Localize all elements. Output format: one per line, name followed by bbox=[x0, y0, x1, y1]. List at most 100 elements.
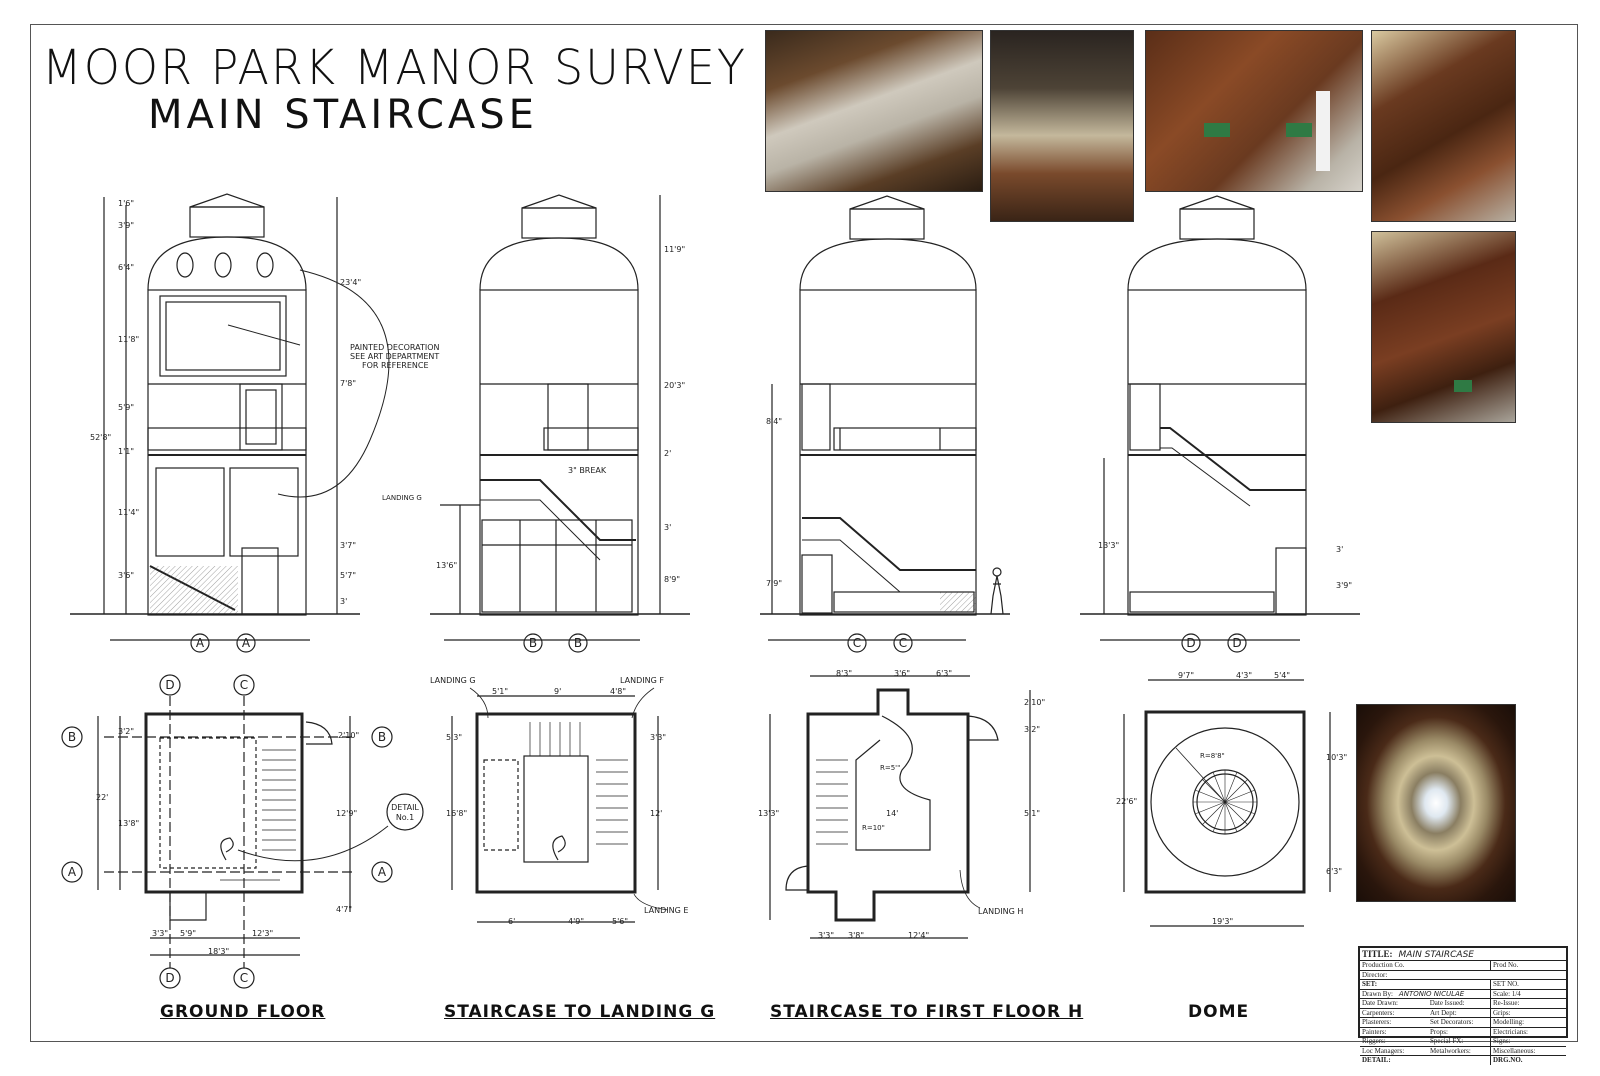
note-break: 3" BREAK bbox=[568, 466, 607, 475]
label-first-floor: STAIRCASE TO FIRST FLOOR H bbox=[770, 1002, 1084, 1022]
dim-landing-g: 5'6" bbox=[612, 917, 628, 926]
dim-bb-right: 3' bbox=[664, 523, 671, 532]
grid-marker: C bbox=[240, 971, 248, 985]
tb-riggers: Riggers: bbox=[1362, 1037, 1386, 1045]
stair-lobby-photo bbox=[1371, 231, 1516, 423]
tb-modelling: Modelling: bbox=[1490, 1018, 1524, 1027]
section-marker-a: A bbox=[196, 636, 205, 650]
dim-cc-left: 8'4" bbox=[766, 417, 782, 426]
grid-marker: A bbox=[378, 865, 387, 879]
dim-bb-left: 13'6" bbox=[436, 561, 457, 570]
dim-landing-g: 5'3" bbox=[446, 733, 462, 742]
grid-marker: D bbox=[165, 678, 174, 692]
section-marker-c: C bbox=[853, 636, 861, 650]
stair-overhead-photo bbox=[765, 30, 983, 192]
dim-dome: 5'4" bbox=[1274, 671, 1290, 680]
note-landing-g: LANDING G bbox=[430, 676, 476, 685]
dim-ground: 3'3" bbox=[152, 929, 168, 938]
tb-set: SET: bbox=[1362, 980, 1378, 988]
note-painted-decoration: PAINTED DECORATION bbox=[350, 343, 440, 352]
detail-callout: DETAIL bbox=[391, 803, 419, 812]
sheet-border bbox=[30, 24, 1578, 1042]
dim-dome: 6'3" bbox=[1326, 867, 1342, 876]
note-landing-g: LANDING G bbox=[382, 494, 422, 502]
tb-production-co: Production Co. bbox=[1362, 961, 1405, 969]
dome-interior-photo bbox=[1356, 704, 1516, 902]
tb-drawn-by-value: ANTONIO NICULAE bbox=[1398, 989, 1465, 998]
section-marker-d: D bbox=[1186, 636, 1195, 650]
title-block: TITLE:MAIN STAIRCASE Production Co.Prod … bbox=[1358, 946, 1568, 1065]
note-radius: R=5'" bbox=[880, 764, 900, 772]
tb-painters: Painters: bbox=[1362, 1027, 1387, 1036]
dim-landing-g: 5'1" bbox=[492, 687, 508, 696]
dim-aa-left: 1'6" bbox=[118, 199, 134, 208]
grid-marker: B bbox=[68, 730, 76, 744]
tb-loc-managers: Loc Managers: bbox=[1362, 1046, 1405, 1055]
dim-landing-g: 6' bbox=[508, 917, 515, 926]
dim-dd-right: 3'9" bbox=[1336, 581, 1352, 590]
dim-aa-left: 5'9" bbox=[118, 403, 134, 412]
section-marker-b: B bbox=[574, 636, 582, 650]
tb-date-issued: Date Issued: bbox=[1429, 999, 1465, 1007]
grid-marker: A bbox=[68, 865, 77, 879]
tb-miscellaneous: Miscellaneous: bbox=[1490, 1046, 1535, 1055]
tb-scale: Scale: 1/4 bbox=[1490, 989, 1521, 998]
grid-marker: C bbox=[240, 678, 248, 692]
tb-grips: Grips: bbox=[1490, 1008, 1511, 1017]
dim-aa-left: 3'9" bbox=[118, 221, 134, 230]
dim-first-floor: 14' bbox=[886, 809, 898, 818]
elevation-cc bbox=[760, 195, 1010, 653]
note-landing-f: LANDING F bbox=[620, 676, 664, 685]
dim-landing-g: 9' bbox=[554, 687, 561, 696]
dim-first-floor: 8'3" bbox=[836, 669, 852, 678]
section-marker-b: B bbox=[529, 636, 537, 650]
grid-marker: B bbox=[378, 730, 386, 744]
note-painted-decoration: SEE ART DEPARTMENT bbox=[350, 352, 439, 361]
dim-aa-total: 52'8" bbox=[90, 433, 111, 442]
dim-first-floor: 3'6" bbox=[894, 669, 910, 678]
dim-dome: 9'7" bbox=[1178, 671, 1194, 680]
section-marker-d: D bbox=[1232, 636, 1241, 650]
note-painted-decoration: FOR REFERENCE bbox=[362, 361, 429, 370]
dim-first-floor: 6'3" bbox=[936, 669, 952, 678]
note-dome-radius: R=8'8" bbox=[1200, 752, 1225, 760]
plan-ground-floor bbox=[61, 674, 424, 989]
dim-dome: 4'3" bbox=[1236, 671, 1252, 680]
elevation-bb bbox=[430, 194, 690, 653]
dim-aa-right: 7'8" bbox=[340, 379, 356, 388]
dim-ground: 22' bbox=[96, 793, 108, 802]
tb-drg-no: DRG.NO. bbox=[1490, 1056, 1523, 1065]
note-landing-h: LANDING H bbox=[978, 907, 1023, 916]
tb-metalworkers: Metalworkers: bbox=[1430, 1046, 1471, 1055]
dim-dome: 22'6" bbox=[1116, 797, 1137, 806]
tb-date-drawn: Date Drawn: bbox=[1362, 999, 1398, 1007]
lectern-stair-photo bbox=[1145, 30, 1363, 192]
plan-landing-g bbox=[451, 687, 669, 923]
tb-director: Director: bbox=[1362, 970, 1388, 979]
dim-ground: 13'8" bbox=[118, 819, 139, 828]
section-marker-c: C bbox=[899, 636, 907, 650]
tb-set-decorators: Set Decorators: bbox=[1430, 1018, 1474, 1026]
label-ground-floor: GROUND FLOOR bbox=[160, 1002, 326, 1022]
tb-signs: Signs: bbox=[1490, 1037, 1511, 1046]
dim-aa-left: 6'4" bbox=[118, 263, 134, 272]
dim-aa-left: 11'8" bbox=[118, 335, 139, 344]
dim-first-floor: 3'8" bbox=[848, 931, 864, 940]
label-landing-g: STAIRCASE TO LANDING G bbox=[444, 1002, 716, 1022]
dim-first-floor: 3'3" bbox=[818, 931, 834, 940]
tb-prod-no: Prod No. bbox=[1490, 961, 1518, 970]
tb-plasterers: Plasterers: bbox=[1362, 1018, 1392, 1026]
dim-landing-g: 4'8" bbox=[610, 687, 626, 696]
plan-dome bbox=[1123, 679, 1331, 927]
tb-carpenters: Carpenters: bbox=[1362, 1008, 1395, 1017]
tb-title-value: MAIN STAIRCASE bbox=[1398, 950, 1474, 960]
tb-art-dept: Art Dept: bbox=[1430, 1008, 1457, 1017]
dim-aa-left: 3'6" bbox=[118, 571, 134, 580]
elevation-aa bbox=[70, 193, 390, 653]
dim-dd-right: 3' bbox=[1336, 545, 1343, 554]
tb-drawn-by: Drawn By: bbox=[1362, 989, 1393, 998]
tb-electricians: Electricians: bbox=[1490, 1027, 1528, 1036]
dim-aa-left: 11'4" bbox=[118, 508, 139, 517]
dim-cc-left: 7'9" bbox=[766, 579, 782, 588]
